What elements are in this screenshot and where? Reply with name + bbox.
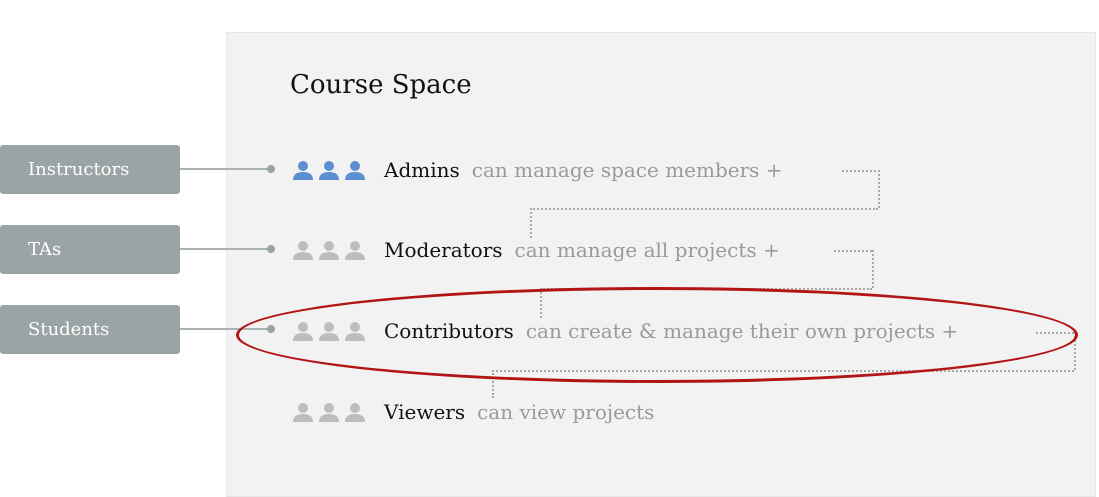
connector-line	[180, 168, 270, 170]
role-description: can view projects	[477, 400, 655, 424]
perm-row-moderators: Moderators can manage all projects +	[292, 235, 780, 265]
user-group-icon	[292, 160, 366, 180]
inherit-connector	[492, 370, 494, 398]
tag-students: Students	[0, 305, 180, 354]
inherit-connector	[872, 250, 874, 288]
inherit-connector	[1074, 332, 1076, 370]
inherit-connector	[842, 170, 876, 172]
role-description: can manage space members +	[471, 158, 783, 182]
tag-instructors: Instructors	[0, 145, 180, 194]
inherit-connector	[834, 250, 872, 252]
inherit-connector	[530, 208, 532, 238]
course-space-panel	[226, 32, 1096, 497]
inherit-connector	[878, 170, 880, 208]
perm-row-viewers: Viewers can view projects	[292, 397, 654, 427]
user-group-icon	[292, 402, 366, 422]
tag-tas: TAs	[0, 225, 180, 274]
highlight-ellipse	[236, 287, 1078, 383]
role-description: can manage all projects +	[514, 238, 780, 262]
inherit-connector	[530, 208, 878, 210]
connector-line	[180, 328, 270, 330]
perm-row-admins: Admins can manage space members +	[292, 155, 783, 185]
role-name: Moderators	[384, 238, 503, 262]
connector-dot	[267, 245, 275, 253]
tag-label: TAs	[28, 239, 62, 260]
role-name: Viewers	[384, 400, 466, 424]
connector-line	[180, 248, 270, 250]
panel-title: Course Space	[290, 70, 472, 100]
user-group-icon	[292, 240, 366, 260]
role-name: Admins	[384, 158, 460, 182]
tag-label: Students	[28, 319, 110, 340]
tag-label: Instructors	[28, 159, 130, 180]
connector-dot	[267, 165, 275, 173]
